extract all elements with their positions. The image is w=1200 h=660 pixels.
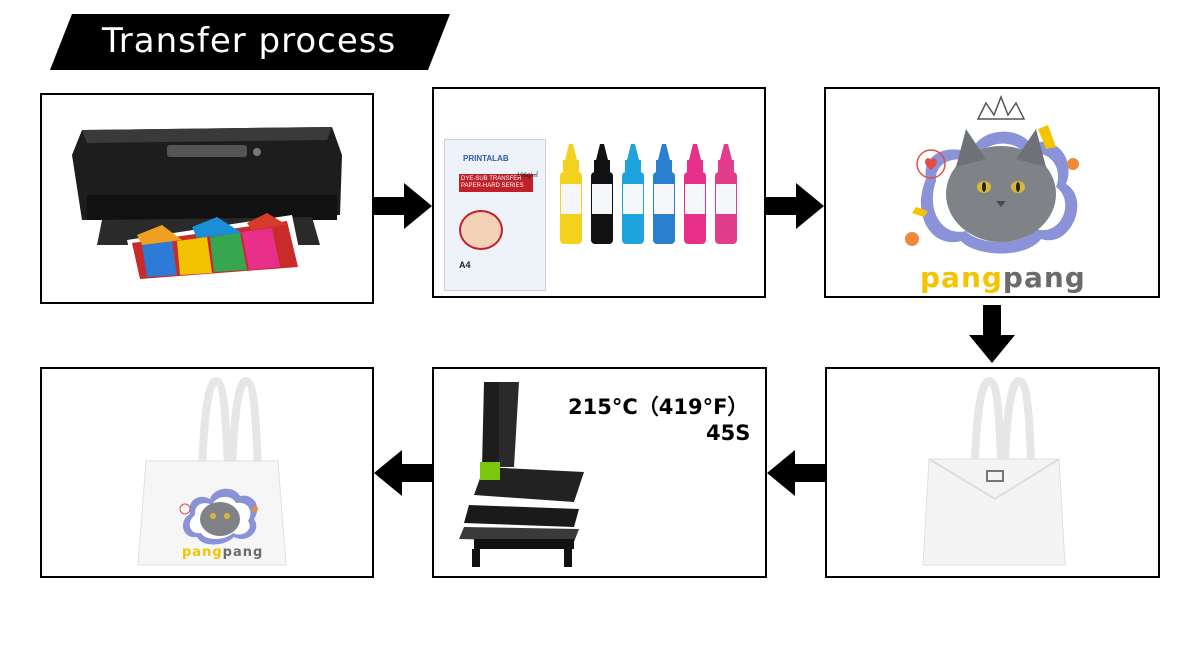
ink-bottle (684, 144, 706, 244)
step-heat-press-box: 215°C（419°F） 45S (432, 367, 767, 578)
ink-bottle (560, 144, 582, 244)
arrow-left-icon (374, 450, 432, 496)
paper-photo (459, 210, 503, 250)
design-text-a: pang (920, 261, 1003, 294)
paper-weight: 106g/㎡ (517, 170, 538, 179)
arrow-right-icon (374, 183, 432, 229)
press-temperature: 215°C（419°F） (568, 391, 748, 421)
design-label: pangpang (920, 261, 1086, 294)
page-title: Transfer process (50, 14, 450, 70)
paper-brand: PRINTALAB (463, 154, 509, 163)
transfer-paper-pack: PRINTALAB DYE-SUB TRANSFER PAPER-HARD SE… (444, 139, 546, 291)
design-text-b: pang (1003, 261, 1086, 294)
step-paper-ink-box: PRINTALAB DYE-SUB TRANSFER PAPER-HARD SE… (432, 87, 766, 298)
step-finished-bag-box: pangpang (40, 367, 374, 578)
printer-image (42, 95, 372, 302)
printed-text-a: pang (182, 545, 223, 560)
arrow-down-icon (969, 305, 1015, 363)
press-time: 45S (706, 421, 750, 445)
arrow-right-icon (766, 183, 824, 229)
ink-bottle (591, 144, 613, 244)
printed-text-b: pang (223, 545, 264, 560)
ink-bottle (653, 144, 675, 244)
ink-bottle (622, 144, 644, 244)
ink-bottles (552, 144, 752, 254)
step-blank-bag-box (825, 367, 1160, 578)
paper-size: A4 (459, 260, 471, 270)
blank-tote-bag-image (827, 369, 1158, 576)
step-printer-box (40, 93, 374, 304)
printed-design-label: pangpang (182, 545, 263, 560)
ink-bottle (715, 144, 737, 244)
step-design-box: pangpang (824, 87, 1160, 298)
arrow-left-icon (767, 450, 825, 496)
